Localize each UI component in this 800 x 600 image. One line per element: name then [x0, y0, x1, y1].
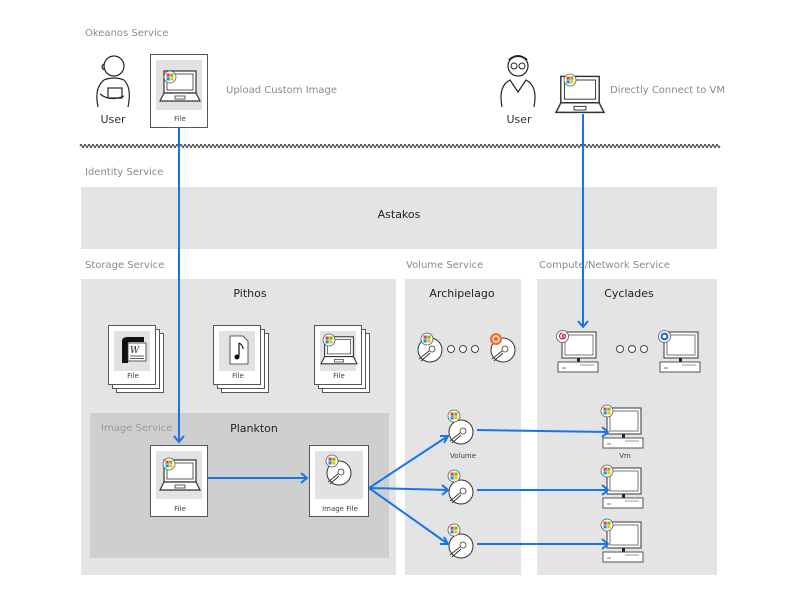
user-icon — [500, 55, 536, 108]
music-file-icon — [229, 335, 249, 365]
word-document-icon: W — [122, 337, 147, 363]
pithos-file-card[interactable]: File — [314, 325, 362, 385]
arrow-volume-to-vm-3-head — [601, 538, 610, 550]
pithos-title: Pithos — [233, 287, 267, 300]
arrow-image-to-volume-1-head — [440, 435, 450, 444]
okeanos-service-label: Okeanos Service — [85, 28, 169, 39]
arrow-image-to-volume-3-head — [440, 536, 450, 545]
svg-text:W: W — [130, 346, 140, 356]
ubuntu-logo-icon — [490, 333, 502, 345]
file-caption: File — [174, 115, 186, 123]
upload-file-card[interactable]: File — [150, 54, 208, 128]
arrow-image-to-volume-2 — [368, 487, 449, 491]
arrow-volume-to-vm-1 — [476, 429, 609, 433]
fedora-logo-icon — [658, 330, 671, 343]
user-icon — [96, 55, 130, 108]
arrow-volume-to-vm-1-head — [601, 426, 610, 438]
arrow-image-to-volume-2-head — [441, 484, 450, 496]
user-label: User — [506, 113, 532, 126]
arrow-connect-to-vm-head — [577, 320, 589, 329]
pithos-file-card[interactable]: W File — [108, 325, 156, 385]
vm-caption: Vm — [619, 452, 631, 460]
pithos-file-card[interactable]: File — [213, 325, 261, 385]
image-service-label: Image Service — [101, 423, 173, 434]
astakos-panel — [81, 187, 717, 249]
plankton-title: Plankton — [230, 422, 278, 435]
identity-service-label: Identity Service — [85, 167, 164, 178]
file-caption: File — [232, 372, 244, 380]
file-caption: File — [174, 505, 186, 513]
archipelago-title: Archipelago — [429, 287, 495, 300]
arrow-upload-to-plankton-head — [173, 435, 185, 444]
cyclades-title: Cyclades — [604, 287, 654, 300]
wavy-divider — [79, 144, 721, 148]
file-caption: File — [333, 372, 345, 380]
arrow-image-to-volume-1 — [368, 435, 449, 489]
ellipsis-icon — [616, 345, 648, 353]
directly-connect-label: Directly Connect to VM — [610, 85, 726, 96]
volume-caption: Volume — [449, 452, 477, 460]
file-caption: File — [127, 372, 139, 380]
storage-service-label: Storage Service — [85, 260, 165, 271]
ellipsis-icon — [447, 345, 479, 353]
compute-network-service-label: Compute/Network Service — [539, 260, 670, 271]
arrow-volume-to-vm-2-head — [601, 484, 610, 496]
upload-custom-image-label: Upload Custom Image — [226, 85, 338, 96]
image-file-card[interactable]: Image File — [309, 445, 369, 517]
volume-service-label: Volume Service — [406, 260, 484, 271]
arrow-image-to-volume-3 — [368, 487, 449, 545]
user-label: User — [100, 113, 126, 126]
plankton-file-card[interactable]: File — [150, 445, 208, 517]
arrow-file-to-image-head — [300, 472, 309, 484]
astakos-title: Astakos — [377, 208, 421, 221]
image-file-caption: Image File — [322, 505, 358, 513]
debian-logo-icon — [556, 330, 569, 343]
